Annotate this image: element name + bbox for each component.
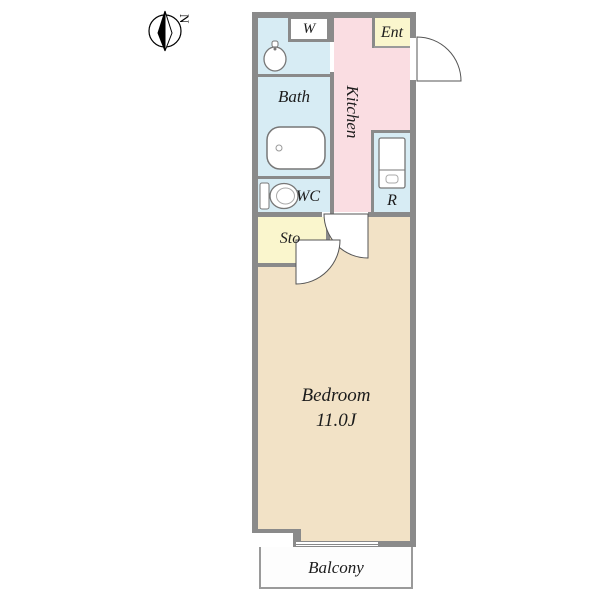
wall-hall-right	[368, 212, 416, 217]
wall-storage-bottom	[258, 263, 330, 267]
window	[296, 541, 378, 547]
wall-left	[252, 12, 258, 533]
wall-bath-kitchen	[330, 72, 334, 216]
kitchen-label: Kitchen	[343, 85, 362, 139]
bathtub-icon	[266, 126, 326, 170]
refrigerator-label: R	[387, 192, 397, 209]
wall-right	[410, 12, 416, 547]
bedroom-area	[258, 217, 410, 541]
bedroom-size-label: 11.0J	[315, 410, 357, 431]
refrigerator-icon	[378, 137, 406, 189]
storage-label: Sto	[279, 230, 301, 247]
north-compass-icon: N	[148, 10, 192, 52]
wall-hall-left	[252, 212, 322, 217]
wall-washroom-bath	[258, 74, 330, 77]
north-label: N	[177, 14, 192, 24]
entrance-door-arc	[416, 36, 462, 82]
wall-top	[252, 12, 416, 18]
wall-step-vertical	[297, 529, 301, 547]
window-pane-line	[296, 544, 378, 545]
entrance-step-line	[374, 46, 410, 48]
washer-box: W	[288, 16, 330, 42]
entrance-area	[374, 18, 410, 48]
wc-label: WC	[296, 188, 320, 205]
washroom-door-opening	[330, 42, 334, 72]
bath-label: Bath	[277, 87, 311, 106]
balcony-label: Balcony	[308, 558, 364, 577]
wall-entrance-left	[372, 12, 375, 48]
entrance-label: Ent	[380, 24, 404, 41]
wall-notch	[252, 529, 297, 547]
toilet-icon	[259, 182, 299, 210]
bedroom-label: Bedroom	[301, 385, 371, 406]
wall-refrigerator-left	[371, 130, 374, 212]
wall-washroom-kitchen-upper	[330, 12, 334, 42]
wall-refrigerator-top	[371, 130, 410, 133]
entrance-door-opening	[410, 38, 416, 80]
washbasin-icon	[263, 40, 287, 72]
storage-door-arc	[295, 239, 341, 285]
wall-bath-wc	[258, 176, 330, 179]
